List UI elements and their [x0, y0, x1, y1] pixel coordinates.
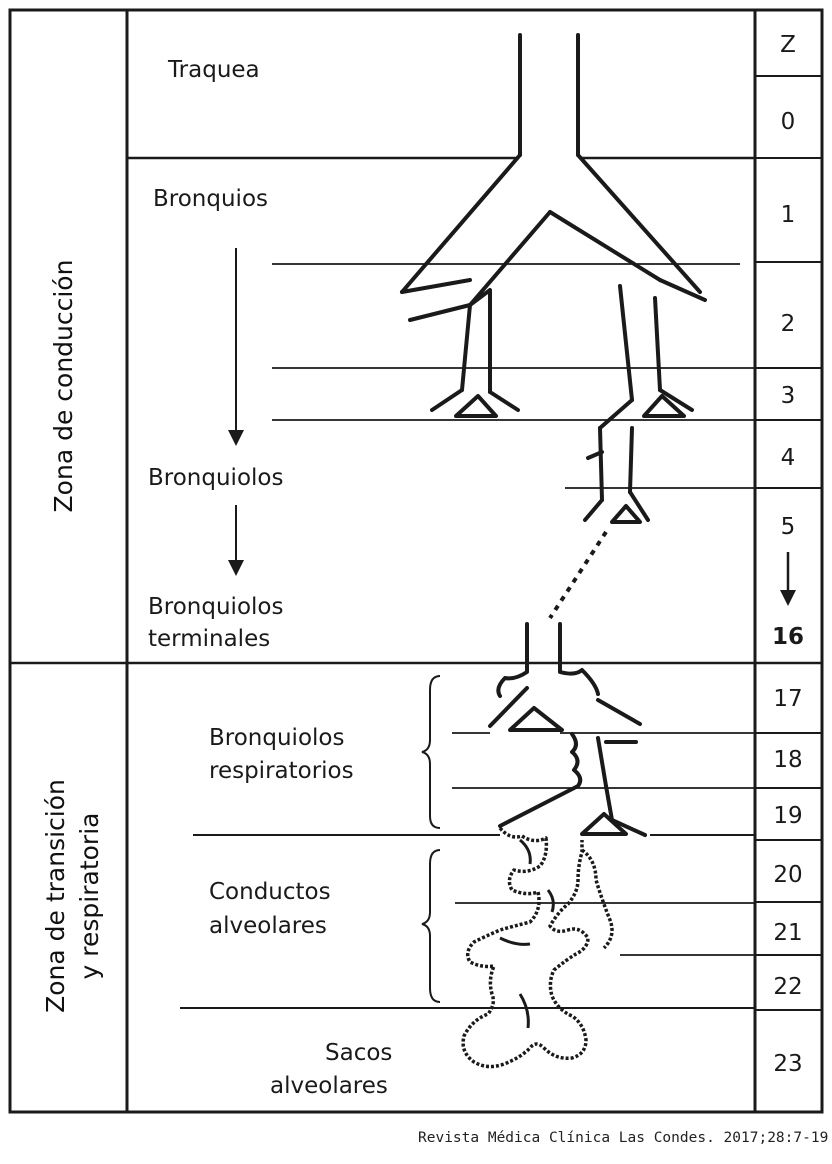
alveolar-sacs-label-line2: alveolares — [270, 1073, 388, 1099]
diagram-frame — [8, 8, 824, 1114]
generation-number: 22 — [773, 974, 802, 1000]
respiratory-airway-tree — [488, 622, 647, 837]
down-arrow-icon — [228, 505, 244, 576]
generation-number: 17 — [773, 686, 802, 712]
conduction-zone-label: Zona de conducción — [49, 260, 78, 513]
generation-number: 19 — [773, 803, 802, 829]
dotted-connector — [548, 530, 608, 620]
bronchi-label: Bronquios — [153, 186, 268, 212]
generation-number: 5 — [781, 514, 796, 540]
respiratory-bronchioles-label-line2: respiratorios — [209, 758, 354, 784]
down-arrow-icon — [228, 248, 244, 446]
alveolar-ducts-label-line1: Conductos — [209, 879, 331, 905]
alveolar-sacs-shape — [461, 826, 614, 1069]
generation-number: 1 — [781, 202, 796, 228]
citation: Revista Médica Clínica Las Condes. 2017;… — [418, 1130, 829, 1146]
conducting-airway-tree — [400, 33, 707, 524]
generation-number: 0 — [781, 109, 796, 135]
generation-number: 20 — [773, 862, 802, 888]
trachea-label: Traquea — [167, 57, 260, 83]
bronchioles-label: Bronquiolos — [148, 465, 283, 491]
generation-numbers: Z 0 1 2 3 4 5 16 17 18 19 20 21 22 23 — [772, 32, 804, 1077]
generation-number: 4 — [781, 445, 796, 471]
generation-cell-borders — [755, 75, 822, 1011]
alveolar-sacs-label-line1: Sacos — [325, 1040, 392, 1066]
generation-number: 18 — [773, 747, 802, 773]
generation-header: Z — [780, 32, 796, 58]
terminal-bronchioles-label-line2: terminales — [148, 626, 270, 652]
generation-number: 23 — [773, 1051, 802, 1077]
transition-zone-label-line2: y respiratoria — [75, 813, 104, 980]
alveolar-ducts-bracket — [421, 849, 441, 1003]
respiratory-bronchioles-label-line1: Bronquiolos — [209, 725, 344, 751]
generation-number: 3 — [781, 383, 796, 409]
generation-number: 2 — [781, 311, 796, 337]
terminal-bronchioles-label-line1: Bronquiolos — [148, 594, 283, 620]
alveolar-ducts-label-line2: alveolares — [209, 913, 327, 939]
generation-number: 16 — [772, 624, 804, 650]
generation-arrow-icon — [780, 552, 796, 606]
respiratory-bronchioles-bracket — [421, 675, 441, 829]
transition-zone-label-line1: Zona de transición — [41, 779, 70, 1013]
generation-number: 21 — [773, 920, 802, 946]
